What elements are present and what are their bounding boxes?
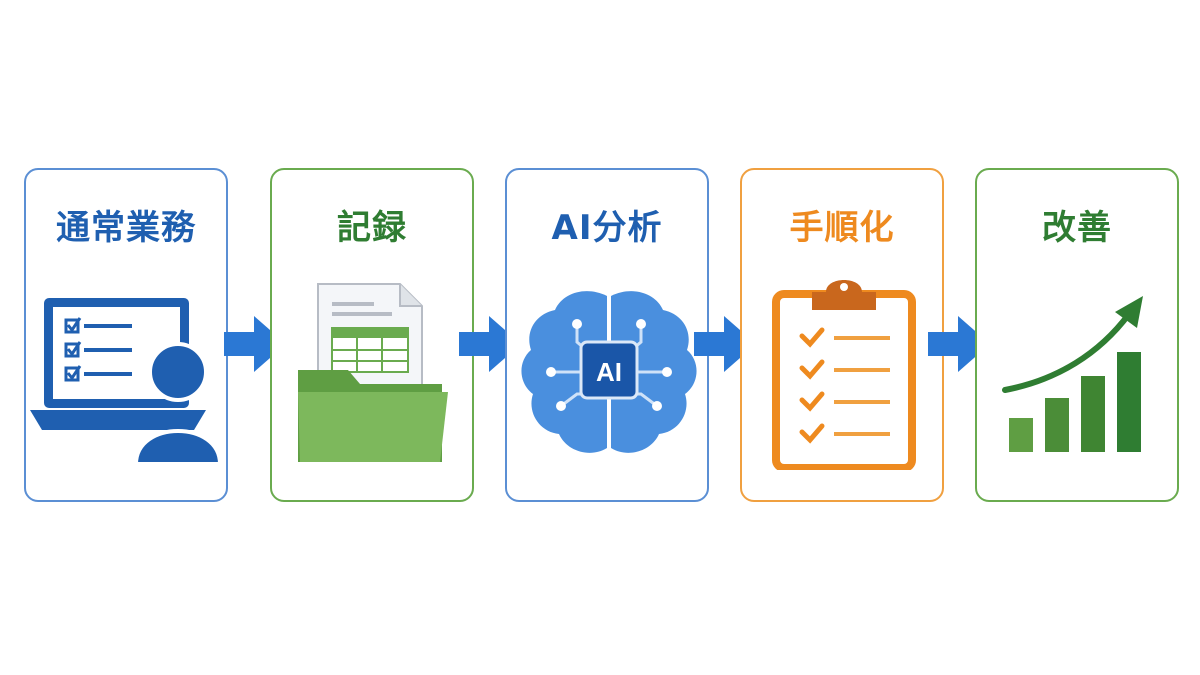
step-title: 記録 [337,208,407,248]
step-title: 通常業務 [56,208,196,248]
laptop-checklist-person-icon [30,298,223,466]
ai-brain-icon: AI [521,291,697,453]
folder-spreadsheet-icon [298,283,448,462]
step-title: 手順化 [789,208,895,248]
step-title: 改善 [1042,208,1112,248]
step-card-improvement: 改善 [975,168,1179,502]
step-card-proceduralize: 手順化 [740,168,944,502]
ai-badge-label: AI [596,357,622,387]
step-card-record: 記録 [270,168,474,502]
step-title: AI分析 [551,208,663,248]
arrow-right-icon [459,316,521,372]
arrow-right-icon [928,316,990,372]
step-card-ai-analysis: AI分析 AI [505,168,709,502]
step-card-daily-work: 通常業務 [24,168,228,502]
clipboard-checklist-icon [772,280,916,470]
growth-chart-icon [1002,296,1143,452]
arrow-right-icon [224,316,286,372]
arrow-right-icon [694,316,756,372]
